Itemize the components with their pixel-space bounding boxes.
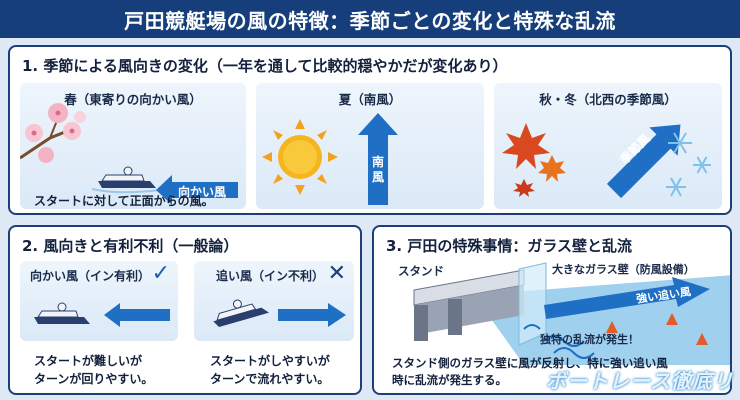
section3-caption-1: スタンド側のガラス壁に風が反射し、特に強い追い風 bbox=[392, 356, 668, 370]
spring-arrow-label: 向かい風 bbox=[178, 185, 227, 199]
tailwind-caption-2: ターンで流れやすい。 bbox=[210, 372, 330, 386]
spring-label: 春（東寄りの向かい風） bbox=[64, 92, 202, 107]
summer-label: 夏（南風） bbox=[338, 92, 402, 107]
card-headwind: 向かい風（イン有利） ✓ bbox=[20, 261, 178, 341]
card-spring: 春（東寄りの向かい風） bbox=[20, 83, 246, 209]
card-tailwind: 追い風（イン不利） ✕ bbox=[194, 261, 354, 341]
section1-heading: 1. 季節による風向きの変化（一年を通して比較的穏やかだが変化あり） bbox=[22, 57, 508, 75]
tailwind-arrow-icon bbox=[278, 303, 346, 327]
section-advantage: 2. 風向きと有利不利（一般論） 向かい風（イン有利） ✓ スタートが難しいが … bbox=[8, 225, 362, 395]
card-autumn-winter: 秋・冬（北西の季節風） 季節 bbox=[494, 83, 722, 209]
snowflake-icon bbox=[666, 132, 711, 197]
glass-wall-label: 大きなガラス壁（防風設備） bbox=[552, 263, 695, 276]
headwind-arrow-icon bbox=[104, 303, 170, 327]
strong-wind-arrow-icon bbox=[544, 277, 710, 319]
boat-icon bbox=[34, 302, 90, 324]
card-summer: 夏（南風） 南風 bbox=[256, 83, 484, 209]
spring-illustration bbox=[20, 103, 238, 205]
stand-icon bbox=[413, 269, 525, 341]
headwind-label: 向かい風（イン有利） bbox=[30, 269, 151, 283]
cherry-blossom-icon bbox=[20, 103, 86, 163]
tailwind-caption-1: スタートがしやすいが bbox=[210, 354, 330, 368]
headwind-illustration bbox=[34, 302, 170, 327]
boat-icon bbox=[213, 299, 270, 328]
turbulence-icon bbox=[523, 324, 595, 359]
check-icon: ✓ bbox=[151, 261, 170, 286]
tailwind-illustration bbox=[213, 299, 346, 328]
site-watermark: ボートレース徹底リサーチ bbox=[546, 369, 734, 393]
glass-wall-icon bbox=[518, 262, 547, 346]
south-wind-arrow-icon bbox=[358, 113, 398, 205]
autumn-illustration bbox=[502, 123, 711, 199]
glass-wall-diagram bbox=[413, 262, 730, 365]
stand-label: スタンド bbox=[398, 264, 444, 278]
headwind-caption-1: スタートが難しいが bbox=[34, 354, 143, 368]
section3-heading: 3. 戸田の特殊事情：ガラス壁と乱流 bbox=[386, 237, 633, 255]
headwind-arrow-icon bbox=[156, 175, 238, 205]
autumn-label: 秋・冬（北西の季節風） bbox=[539, 92, 677, 107]
boat-icon bbox=[91, 166, 161, 194]
section2-heading: 2. 風向きと有利不利（一般論） bbox=[22, 237, 239, 255]
seasonal-wind-arrow-icon bbox=[606, 124, 681, 199]
buoy-icon bbox=[606, 313, 708, 345]
headwind-caption-2: ターンが回りやすい。 bbox=[34, 372, 154, 386]
page-title: 戸田競艇場の風の特徴：季節ごとの変化と特殊な乱流 bbox=[0, 0, 740, 38]
cross-icon: ✕ bbox=[327, 261, 346, 286]
section-seasonal-wind: 1. 季節による風向きの変化（一年を通して比較的穏やかだが変化あり） 春（東寄り… bbox=[8, 45, 732, 215]
section-glass-wall: 3. 戸田の特殊事情：ガラス壁と乱流 スタンド 大きなガラス壁（防風設備） 強い… bbox=[372, 225, 732, 395]
turbulence-label: 独特の乱流が発生！ bbox=[540, 333, 639, 346]
maple-leaf-icon bbox=[502, 123, 566, 197]
summer-illustration bbox=[262, 113, 398, 205]
tailwind-label: 追い風（イン不利） bbox=[216, 269, 325, 283]
section3-caption-2: 時に乱流が発生する。 bbox=[392, 373, 507, 387]
spring-caption: スタートに対して正面からの風。 bbox=[34, 194, 214, 208]
sun-icon bbox=[262, 119, 338, 195]
summer-arrow-label: 南風 bbox=[372, 155, 385, 184]
